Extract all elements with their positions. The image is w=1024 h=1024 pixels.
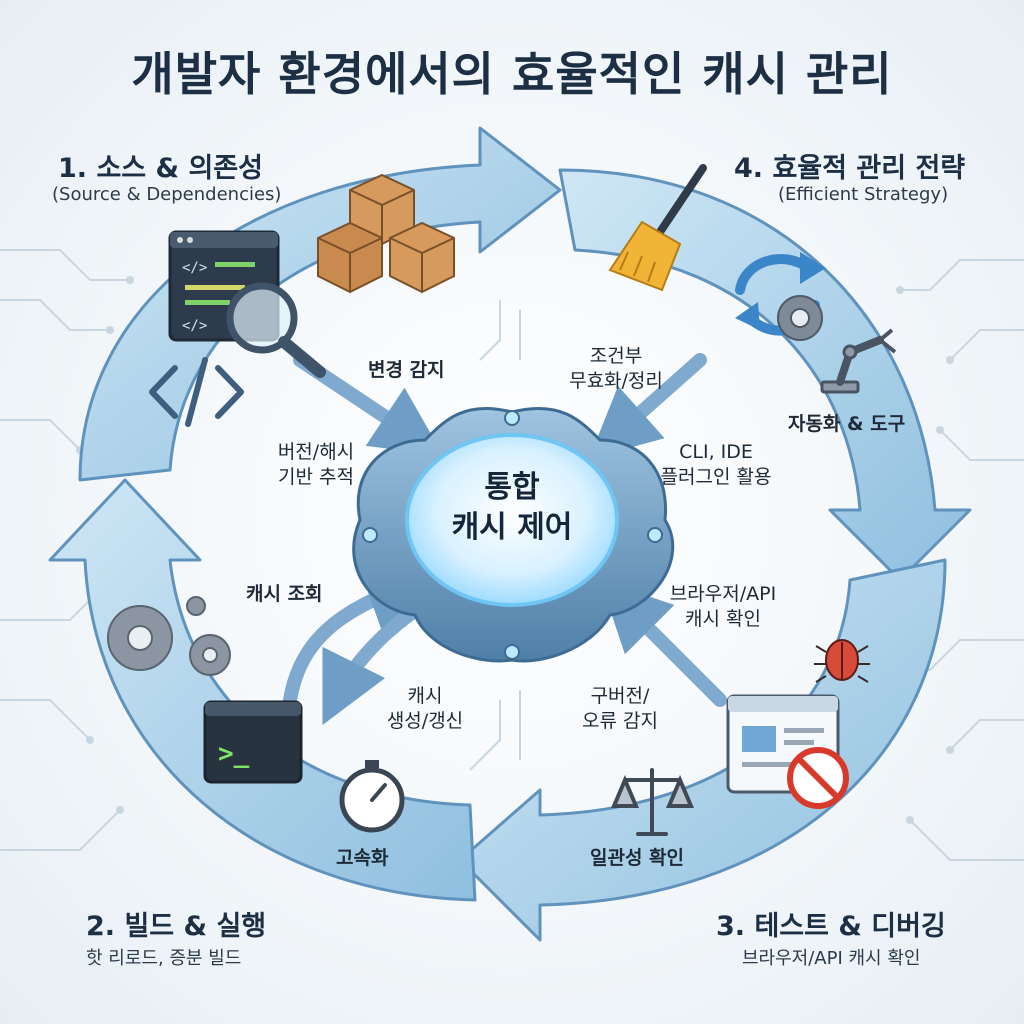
label-consistency: 일관성 확인 <box>590 847 685 869</box>
terminal-icon: >_ <box>203 700 303 784</box>
gear-cluster-icon <box>107 596 231 676</box>
label-change-detect: 변경 감지 <box>368 359 445 381</box>
flow-arrow-browser <box>600 580 727 707</box>
label-stale-detect-line1: 구버전/ <box>590 685 650 707</box>
label-conditional: 조건부 무효화/정리 <box>546 344 686 394</box>
code-brackets-icon <box>149 357 244 427</box>
label-cli-ide-line1: CLI, IDE <box>679 441 753 463</box>
label-automation: 자동화 & 도구 <box>788 413 906 435</box>
gear-icon <box>777 295 823 341</box>
bug-icon <box>814 639 870 683</box>
label-version-hash-line2: 기반 추적 <box>278 466 354 488</box>
label-stale-detect: 구버전/ 오류 감지 <box>560 684 680 734</box>
label-version-hash-line1: 버전/해시 <box>277 441 355 463</box>
package-boxes-icon <box>317 173 455 294</box>
label-cli-ide: CLI, IDE 플러그인 활용 <box>636 440 796 490</box>
svg-text:</>: </> <box>182 260 207 276</box>
robot-arm-icon <box>820 328 897 394</box>
label-cache-lookup: 캐시 조회 <box>246 583 323 605</box>
stopwatch-icon <box>339 760 405 833</box>
browser-no-bug-icon <box>726 694 849 809</box>
stage-1-subtitle: (Source & Dependencies) <box>52 184 282 205</box>
label-stale-detect-line2: 오류 감지 <box>582 710 658 732</box>
label-cli-ide-line2: 플러그인 활용 <box>660 466 772 488</box>
label-cache-generate-line2: 생성/갱신 <box>386 710 464 732</box>
stage-1-title: 1. 소스 & 의존성 <box>58 153 263 184</box>
label-browser-api-line1: 브라우저/API <box>669 583 777 605</box>
label-conditional-line1: 조건부 <box>589 345 643 367</box>
magnifier-icon <box>226 282 326 378</box>
svg-text:</>: </> <box>182 318 207 334</box>
label-browser-api: 브라우저/API 캐시 확인 <box>648 582 798 632</box>
page-title: 개발자 환경에서의 효율적인 캐시 관리 <box>131 47 893 101</box>
hub <box>352 406 675 663</box>
label-version-hash: 버전/해시 기반 추적 <box>256 440 376 490</box>
stage-3-subtitle: 브라우저/API 캐시 확인 <box>742 948 921 969</box>
stage-3-title: 3. 테스트 & 디버깅 <box>716 911 946 942</box>
stage-2-title: 2. 빌드 & 실행 <box>86 911 267 942</box>
balance-scale-icon <box>610 768 695 836</box>
broom-icon <box>608 164 707 292</box>
hub-label: 통합 캐시 제어 <box>412 468 612 548</box>
stage-4-subtitle: (Efficient Strategy) <box>778 184 949 205</box>
ring-segment-1 <box>78 126 562 482</box>
hub-label-line2: 캐시 제어 <box>451 510 573 545</box>
svg-text:>_: >_ <box>218 739 250 769</box>
label-speedup: 고속화 <box>336 847 389 869</box>
stage-4-title: 4. 효율적 관리 전략 <box>734 153 966 184</box>
label-conditional-line2: 무효화/정리 <box>569 370 663 392</box>
ring-segment-4 <box>558 168 972 582</box>
label-browser-api-line2: 캐시 확인 <box>685 608 761 630</box>
label-cache-generate-line1: 캐시 <box>407 685 443 707</box>
label-cache-generate: 캐시 생성/갱신 <box>370 684 480 734</box>
hub-label-line1: 통합 <box>484 470 540 505</box>
stage-2-subtitle: 핫 리로드, 증분 빌드 <box>86 948 242 969</box>
flow-arrow-conditional <box>589 353 707 459</box>
